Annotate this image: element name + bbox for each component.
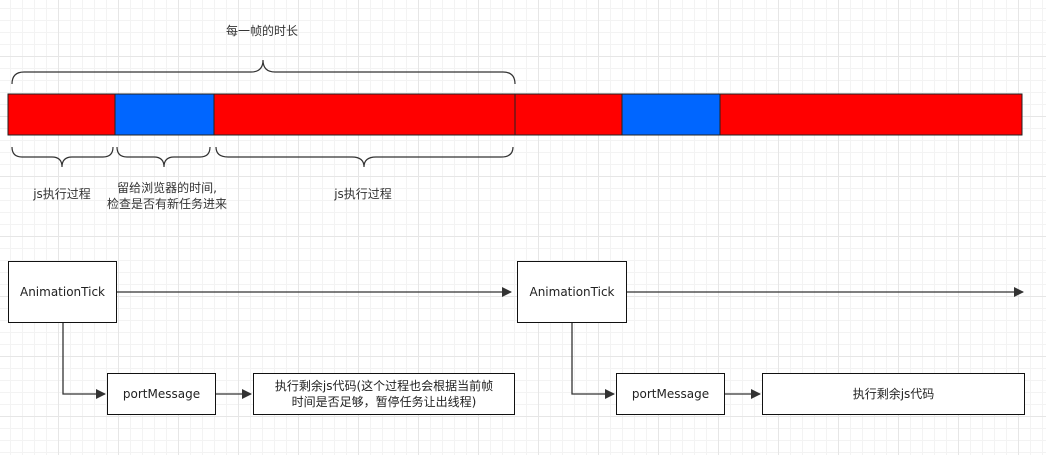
remaining-js-box-1-line1: 执行剩余js代码(这个过程也会根据当前帧 (274, 379, 494, 393)
tick-1-to-port-message-1-arrow (62, 323, 106, 399)
js-process-label-2: js执行过程 (334, 187, 392, 201)
browser-time-label-line1: 留给浏览器的时间, (117, 181, 217, 195)
tick-2-to-port-message-2-arrow (571, 323, 615, 399)
frame-duration-label: 每一帧的时长 (225, 24, 298, 38)
animation-tick-box-2: AnimationTick (517, 261, 627, 323)
timeline-segment-js-1 (7, 93, 116, 136)
port-message-box-1: portMessage (107, 373, 216, 415)
timeline-segment-js-3 (514, 93, 623, 136)
frame-duration-brace (11, 59, 516, 85)
timeline-segment-browser-1 (114, 93, 215, 136)
timeline-segment-js-4 (719, 93, 1023, 136)
js-process-brace-1 (11, 146, 114, 168)
port-message-box-2: portMessage (616, 373, 725, 415)
remaining-js-box-2: 执行剩余js代码 (762, 373, 1025, 415)
browser-time-label-line2: 检查是否有新任务进来 (106, 197, 227, 211)
animation-tick-box-1: AnimationTick (8, 261, 117, 323)
remaining-js-box-1-line2: 时间是否足够，暂停任务让出线程) (291, 395, 477, 409)
js-process-label-1: js执行过程 (33, 187, 91, 201)
browser-time-label: 留给浏览器的时间, 检查是否有新任务进来 (96, 180, 238, 212)
timeline-segment-js-2 (213, 93, 516, 136)
timeline-segment-browser-2 (621, 93, 721, 136)
browser-time-brace (116, 146, 211, 168)
remaining-js-box-1: 执行剩余js代码(这个过程也会根据当前帧 时间是否足够，暂停任务让出线程) (253, 373, 515, 415)
js-process-brace-2 (215, 146, 514, 168)
